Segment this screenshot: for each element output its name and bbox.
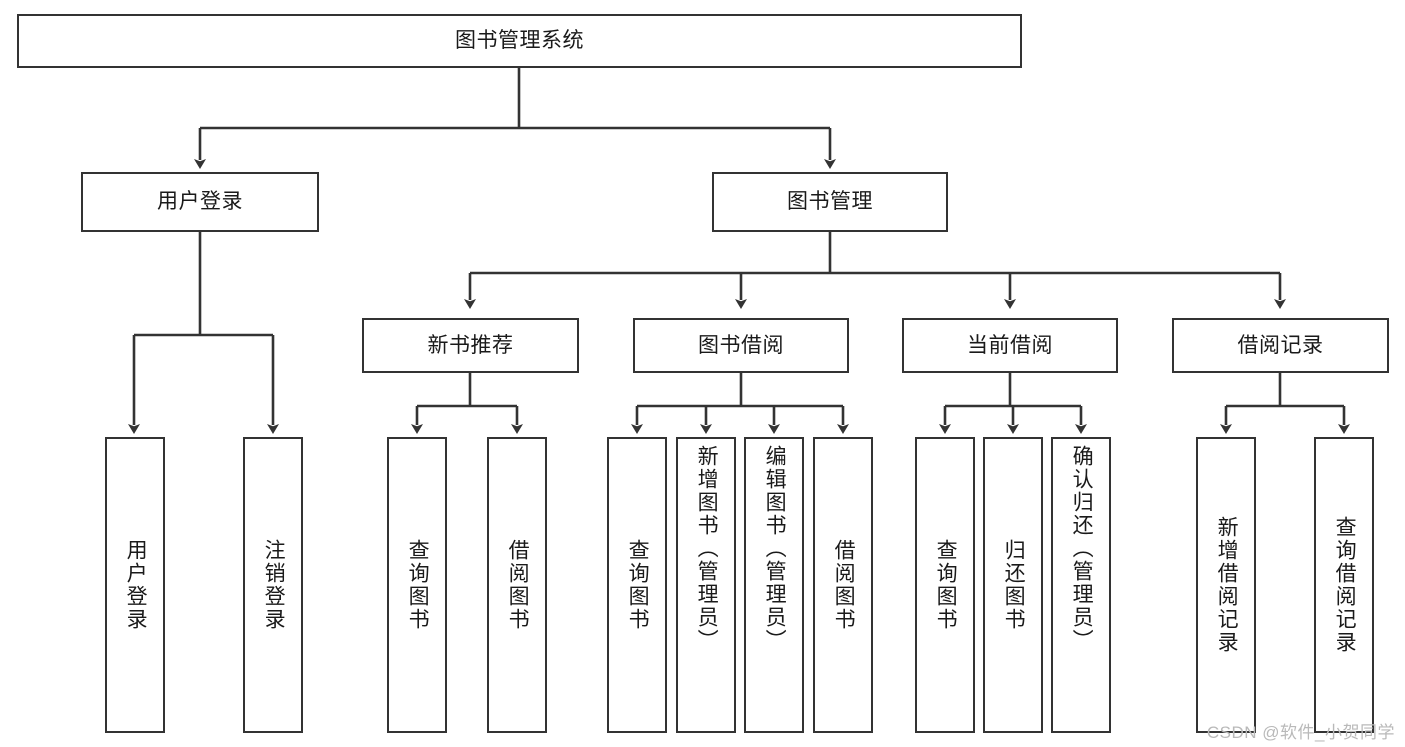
leaf-node[interactable]: 新增借阅记录	[1196, 437, 1256, 733]
node-borrow-record-label: 借阅记录	[1237, 333, 1324, 357]
node-root-system-label: 图书管理系统	[455, 29, 584, 53]
leaf-node[interactable]: 查询图书	[915, 437, 975, 733]
node-new-book-recommend-label: 新书推荐	[427, 333, 514, 357]
leaf-node[interactable]: 归还图书	[983, 437, 1043, 733]
leaf-node-label: 借阅图书	[506, 539, 530, 631]
leaf-node-label: 用户登录	[124, 539, 148, 631]
leaf-node[interactable]: 借阅图书	[487, 437, 547, 733]
leaf-node-label: 确认归还（管理员）	[1070, 445, 1094, 652]
node-root-system[interactable]: 图书管理系统	[17, 14, 1022, 68]
leaf-node-label: 查询图书	[626, 539, 650, 631]
node-current-borrow-label: 当前借阅	[967, 333, 1053, 357]
leaf-node[interactable]: 查询图书	[387, 437, 447, 733]
node-book-borrow-label: 图书借阅	[698, 333, 784, 357]
leaf-node-label: 编辑图书（管理员）	[763, 445, 787, 652]
leaf-node-label: 查询借阅记录	[1333, 516, 1357, 654]
node-user-login[interactable]: 用户登录	[81, 172, 319, 232]
leaf-node-label: 查询图书	[406, 539, 430, 631]
leaf-node[interactable]: 用户登录	[105, 437, 165, 733]
leaf-node[interactable]: 借阅图书	[813, 437, 873, 733]
node-book-management-label: 图书管理	[787, 190, 873, 214]
leaf-node[interactable]: 注销登录	[243, 437, 303, 733]
csdn-watermark: CSDN @软件_小贺同学	[1206, 723, 1395, 742]
node-new-book-recommend[interactable]: 新书推荐	[362, 318, 579, 373]
leaf-node-label: 查询图书	[934, 539, 958, 631]
leaf-node-label: 新增图书（管理员）	[695, 445, 719, 652]
leaf-node-label: 新增借阅记录	[1215, 516, 1239, 654]
node-borrow-record[interactable]: 借阅记录	[1172, 318, 1389, 373]
node-current-borrow[interactable]: 当前借阅	[902, 318, 1118, 373]
node-user-login-label: 用户登录	[157, 190, 243, 214]
leaf-node-label: 注销登录	[262, 539, 286, 631]
node-book-management[interactable]: 图书管理	[712, 172, 948, 232]
leaf-node[interactable]: 查询图书	[607, 437, 667, 733]
node-book-borrow[interactable]: 图书借阅	[633, 318, 849, 373]
leaf-node[interactable]: 确认归还（管理员）	[1051, 437, 1111, 733]
leaf-node[interactable]: 查询借阅记录	[1314, 437, 1374, 733]
leaf-node-label: 借阅图书	[832, 539, 856, 631]
leaf-node-label: 归还图书	[1002, 539, 1026, 631]
leaf-node[interactable]: 编辑图书（管理员）	[744, 437, 804, 733]
leaf-node[interactable]: 新增图书（管理员）	[676, 437, 736, 733]
